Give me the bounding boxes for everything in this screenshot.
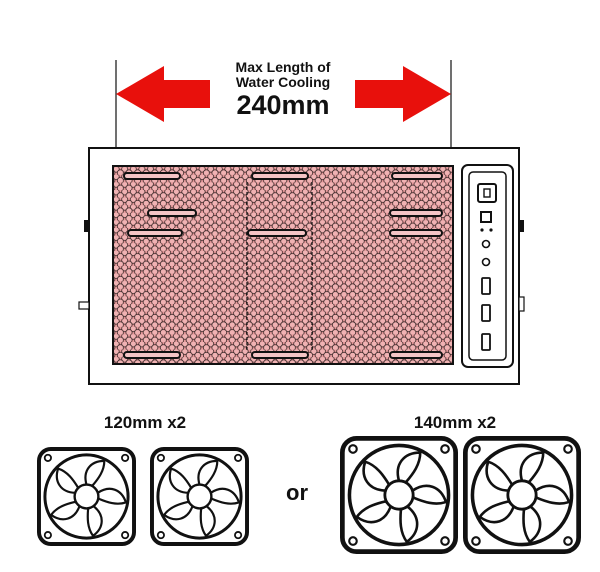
power-button-glyph <box>483 188 491 198</box>
max-length-value: 240mm <box>236 90 329 120</box>
fan-140mm-icon <box>465 438 578 551</box>
audio-jack-icon <box>481 239 491 249</box>
fan-120mm-icon <box>37 447 136 546</box>
fan-140mm-icon <box>342 438 455 551</box>
case-left-nub-2 <box>78 301 90 310</box>
mounting-slot <box>147 209 197 217</box>
left-arrow-icon <box>116 66 210 122</box>
led-indicator-icon <box>480 228 484 232</box>
mounting-slot <box>389 229 443 237</box>
mic-jack-icon <box>481 257 491 267</box>
usb-port-icon <box>481 277 491 295</box>
led-indicator-icon <box>489 228 493 232</box>
large-fan-label: 140mm x2 <box>414 413 496 432</box>
fan-options: 120mm x2 or 140mm x2 <box>37 413 579 552</box>
mounting-slot <box>389 351 443 359</box>
max-length-label-line1: Max Length of <box>236 59 331 75</box>
or-separator: or <box>286 480 308 505</box>
right-arrow-icon <box>355 66 451 122</box>
small-fan-label: 120mm x2 <box>104 413 186 432</box>
case-right-nub <box>519 220 524 232</box>
case-top-panel-icon <box>78 147 525 385</box>
front-io-panel-icon <box>461 164 514 368</box>
mounting-slots <box>123 172 443 359</box>
reset-button-icon <box>480 211 492 223</box>
mounting-slot <box>251 351 309 359</box>
mounting-slot <box>251 172 309 180</box>
fan-120mm-icon <box>150 447 249 546</box>
case-left-nub <box>84 220 89 232</box>
power-button-icon <box>477 183 497 203</box>
case-right-nub-2 <box>518 296 525 312</box>
usb-port-icon <box>481 333 491 351</box>
mounting-slot <box>389 209 443 217</box>
max-length-label-line2: Water Cooling <box>236 74 330 90</box>
mounting-slot <box>127 229 183 237</box>
radiator-mesh-area <box>112 165 454 365</box>
max-length-indicator: Max Length of Water Cooling 240mm <box>115 59 452 150</box>
mounting-slot <box>123 351 181 359</box>
mounting-slot <box>391 172 443 180</box>
mounting-slot <box>123 172 181 180</box>
mounting-slot <box>247 229 307 237</box>
usb-port-icon <box>481 304 491 322</box>
